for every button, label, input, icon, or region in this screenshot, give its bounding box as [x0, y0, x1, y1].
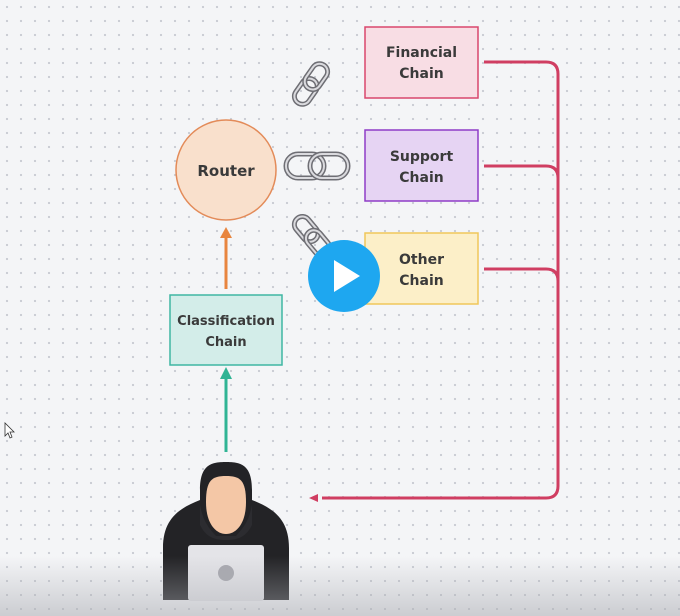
financial-chain-label-line2: Chain [399, 66, 443, 82]
router-label: Router [197, 162, 255, 180]
play-button[interactable] [308, 240, 380, 312]
other-chain-label-line1: Other [399, 252, 444, 268]
chain-link-icon [283, 151, 351, 181]
return-arrow-head [309, 494, 318, 502]
chain-link-icon [291, 61, 331, 107]
play-icon [334, 260, 360, 292]
other-chain-label-line2: Chain [399, 273, 443, 289]
other-chain-node[interactable]: Other Chain [364, 232, 479, 305]
arrow-user-to-classification [220, 367, 232, 452]
mouse-pointer-icon [4, 422, 15, 439]
support-chain-label-line1: Support [390, 149, 454, 165]
financial-chain-node[interactable]: Financial Chain [364, 26, 479, 99]
return-path-connectors [309, 60, 560, 502]
financial-chain-label-line1: Financial [386, 45, 457, 61]
router-node[interactable]: Router [175, 119, 277, 221]
support-chain-label-line2: Chain [399, 170, 443, 186]
arrow-classification-to-router [220, 227, 232, 289]
classification-chain-node[interactable]: Classification Chain [169, 294, 283, 366]
classification-chain-label-line2: Chain [205, 335, 246, 350]
laptop-icon [188, 545, 264, 601]
classification-chain-label-line1: Classification [177, 314, 275, 329]
support-chain-node[interactable]: Support Chain [364, 129, 479, 202]
